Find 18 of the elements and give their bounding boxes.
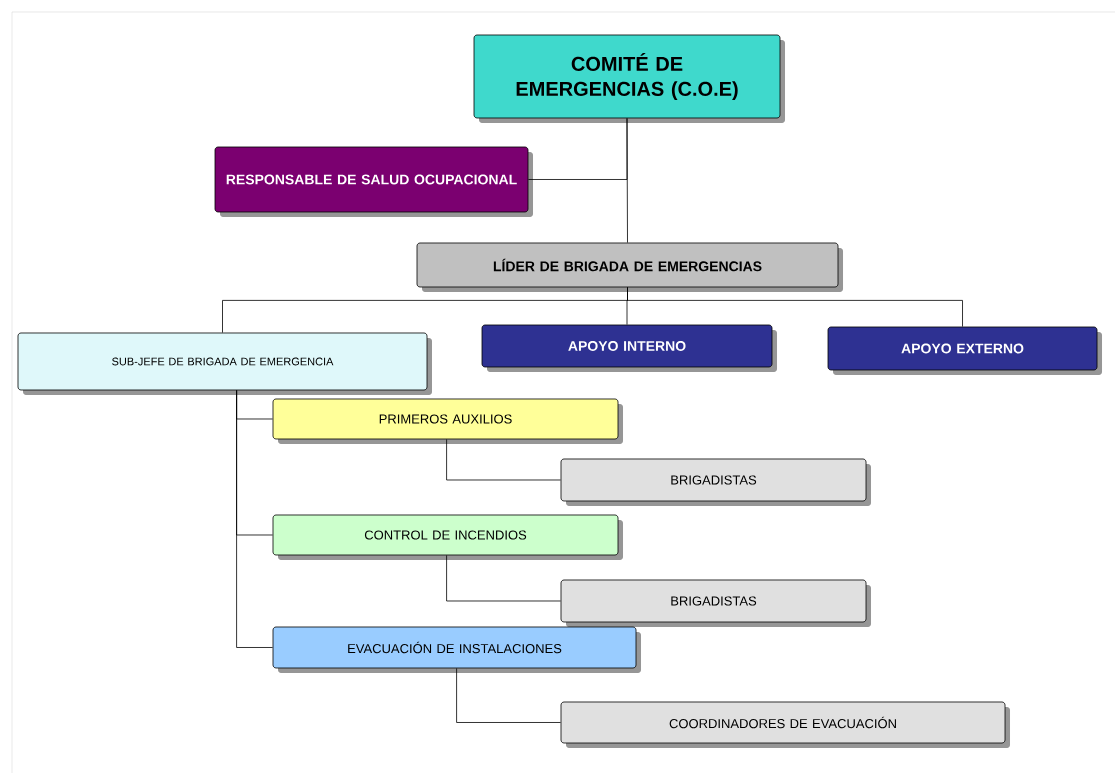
member-box: BRIGADISTAS: [560, 579, 871, 627]
team-box: CONTROL DE INCENDIOS: [272, 514, 623, 560]
support-box: APOYO INTERNO: [481, 324, 777, 372]
connector-line: [456, 668, 561, 723]
connector-line: [446, 555, 561, 602]
team-box: EVACUACIÓN DE INSTALACIONES: [272, 626, 641, 673]
member-box: BRIGADISTAS: [560, 458, 871, 506]
connector-line: [627, 287, 963, 327]
committee-box: COMITÉ DE EMERGENCIAS (C.O.E): [473, 34, 785, 123]
member-box: COORDINADORES DE EVACUACIÓN: [560, 701, 1010, 748]
leader-box: LÍDER DE BRIGADA DE EMERGENCIAS: [416, 242, 843, 292]
team-box: PRIMEROS AUXILIOS: [272, 398, 623, 444]
connector-line: [626, 118, 628, 243]
support-box: APOYO EXTERNO: [827, 326, 1102, 375]
role-box: SUB-JEFE DE BRIGADA DE EMERGENCIA: [17, 332, 432, 395]
connector-line: [236, 390, 273, 648]
role-box: RESPONSABLE DE SALUD OCUPACIONAL: [214, 146, 533, 217]
connector-line: [446, 439, 561, 481]
